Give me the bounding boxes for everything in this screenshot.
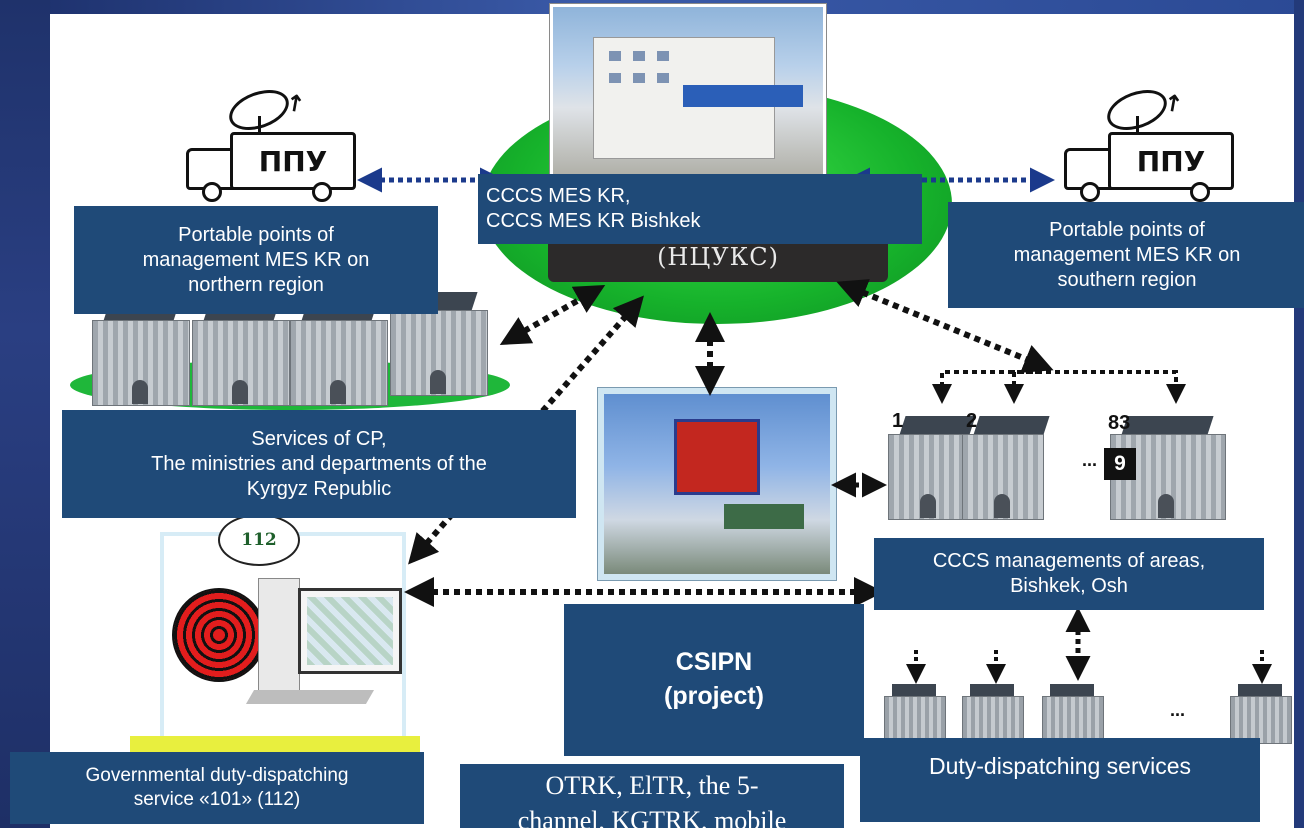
dispatch-label: Governmental duty-dispatching service «1… xyxy=(10,752,424,824)
photo-window xyxy=(609,51,621,61)
duty-building-icon xyxy=(1042,684,1104,744)
area-building-icon xyxy=(888,416,976,520)
area-number: 1 xyxy=(892,410,904,432)
ministry-building-icon xyxy=(92,302,190,406)
center-label: CCCS MES KR, CCCS MES KR Bishkek xyxy=(478,174,922,244)
ministry-building-icon xyxy=(192,302,290,406)
areas-branch xyxy=(932,370,1040,404)
link-areas xyxy=(836,279,1054,373)
ppu-right-label: Portable points of management MES KR on … xyxy=(948,202,1304,308)
left-band xyxy=(0,0,50,828)
ppu-truck-left-icon: ↗ ППУ xyxy=(182,82,356,202)
services-label: Services of CP, The ministries and depar… xyxy=(62,410,576,518)
ppu-left-label: Portable points of management MES KR on … xyxy=(74,206,438,314)
areas-branch xyxy=(1010,370,1186,404)
link-services xyxy=(499,285,606,345)
duty-building-icon xyxy=(962,684,1024,744)
duty-building-icon xyxy=(884,684,946,744)
ppu-right-sign: ППУ xyxy=(1108,132,1234,190)
area-number: 83 xyxy=(1108,412,1131,434)
pc-monitor-icon xyxy=(298,588,402,674)
ppu-left-sign: ППУ xyxy=(230,132,356,190)
csipn-label: CSIPN (project) xyxy=(564,604,864,756)
photo-window xyxy=(657,73,669,83)
right-band xyxy=(1294,0,1304,828)
area-number: 2 xyxy=(966,410,978,432)
photo-tent xyxy=(724,504,804,529)
photo-window xyxy=(633,73,645,83)
duty-label: Duty-dispatching services xyxy=(860,738,1260,822)
slide-number-badge: 9 xyxy=(1104,448,1136,480)
ministry-building-icon xyxy=(290,302,388,406)
hq-building-photo xyxy=(550,4,826,178)
otrk-label: OTRK, ElTR, the 5- channel, KGTRK, mobil… xyxy=(460,764,844,828)
areas-label: CCCS managements of areas, Bishkek, Osh xyxy=(874,538,1264,610)
duty-ellipsis: ... xyxy=(1170,700,1186,720)
area-ellipsis: ... xyxy=(1082,450,1098,470)
photo-banner xyxy=(683,85,803,107)
area-building-icon xyxy=(962,416,1050,520)
photo-window xyxy=(633,51,645,61)
photo-window xyxy=(657,51,669,61)
photo-info-board xyxy=(674,419,760,495)
photo-window xyxy=(609,73,621,83)
ppu-truck-right-icon: ↗ ППУ xyxy=(1060,82,1234,202)
duty-building-icon xyxy=(1230,684,1292,744)
